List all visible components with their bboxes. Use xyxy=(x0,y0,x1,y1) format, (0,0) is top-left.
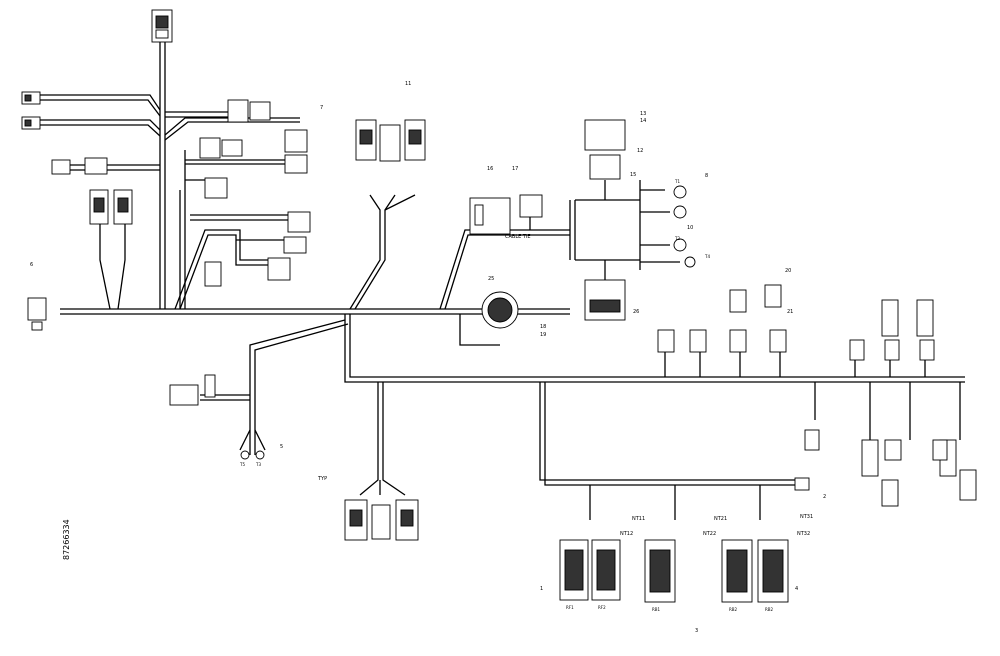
ecu-label-4: RB2 xyxy=(729,607,738,612)
ecu-module-5 xyxy=(757,539,789,603)
connector-j30 xyxy=(169,374,216,406)
ecu-module-4 xyxy=(721,539,753,603)
connector-group-top-center xyxy=(355,119,426,162)
ecu-label-1: RF1 xyxy=(566,605,574,610)
connector-left-4 xyxy=(84,157,108,175)
terminal-t5: T5 xyxy=(239,462,245,467)
callout-7: 7 xyxy=(320,105,323,111)
ecu-module-1 xyxy=(559,539,589,601)
callout-5: 5 xyxy=(280,444,283,450)
ecu-label-2: RF2 xyxy=(598,605,606,610)
callout-6: 6 xyxy=(30,262,33,268)
callout-19: 19 xyxy=(540,332,546,338)
callout-17: 17 xyxy=(512,166,518,172)
nt31-label: NT31 xyxy=(800,514,813,520)
nt11-label: NT11 xyxy=(632,516,645,522)
ground-terminals xyxy=(240,450,265,460)
callout-13: 13 xyxy=(640,111,646,117)
right-top-box xyxy=(469,119,696,321)
nt21-label: NT21 xyxy=(714,516,727,522)
callout-2: 2 xyxy=(823,494,826,500)
callout-4: 4 xyxy=(795,586,798,592)
callout-25: 25 xyxy=(488,276,494,282)
round-connector xyxy=(481,291,519,329)
terminal-t2: T2 xyxy=(674,236,680,241)
connector-group-bottom-center xyxy=(344,499,419,541)
callout-8: 8 xyxy=(705,173,708,179)
ecu-label-3: RB1 xyxy=(652,607,661,612)
callout-14: 14 xyxy=(640,118,646,124)
ecu-module-3 xyxy=(644,539,676,603)
connector-array-right xyxy=(657,284,977,507)
cable-tie-label: CABLE TIE xyxy=(505,234,531,240)
nt-labels: NT11 NT12 NT21 NT22 NT31 NT32 xyxy=(620,514,813,537)
callout-21: 21 xyxy=(787,309,793,315)
ecu-label-5: RB2 xyxy=(765,607,774,612)
part-number: 87266334 xyxy=(62,519,71,560)
callout-20: 20 xyxy=(785,268,791,274)
main-trunk xyxy=(40,40,680,346)
ecu-module-2 xyxy=(591,539,621,601)
typ-label: TYP xyxy=(317,476,327,482)
callout-10: 10 xyxy=(687,225,693,231)
connector-left-3 xyxy=(51,159,71,175)
nt22-label: NT22 xyxy=(703,531,716,537)
connector-left-1 xyxy=(21,91,41,105)
callout-12: 12 xyxy=(637,148,643,154)
terminal-t1: T1 xyxy=(674,179,680,184)
connector-left-2 xyxy=(21,116,41,130)
callout-labels: 6 7 11 16 17 13 14 12 15 8 10 20 21 26 2… xyxy=(30,81,826,634)
misc-labels: CABLE TIE TYP T1 T2 T4 T5 T3 xyxy=(239,179,710,482)
callout-1: 1 xyxy=(540,586,543,592)
connector-far-left xyxy=(27,297,47,331)
nt12-label: NT12 xyxy=(620,531,633,537)
connector-pair-left xyxy=(89,189,133,225)
nt32-label: NT32 xyxy=(797,531,810,537)
terminal-t4: T4 xyxy=(704,254,710,259)
callout-3: 3 xyxy=(695,628,698,634)
callout-15: 15 xyxy=(630,172,636,178)
callout-11: 11 xyxy=(405,81,411,87)
callout-18: 18 xyxy=(540,324,546,330)
connector-cluster-mid xyxy=(199,99,311,287)
callout-26: 26 xyxy=(633,309,639,315)
terminal-t3: T3 xyxy=(255,462,261,467)
callout-16: 16 xyxy=(487,166,493,172)
connector-top xyxy=(151,9,173,43)
ecu-labels: RF1 RF2 RB1 RB2 RB2 xyxy=(566,605,774,612)
